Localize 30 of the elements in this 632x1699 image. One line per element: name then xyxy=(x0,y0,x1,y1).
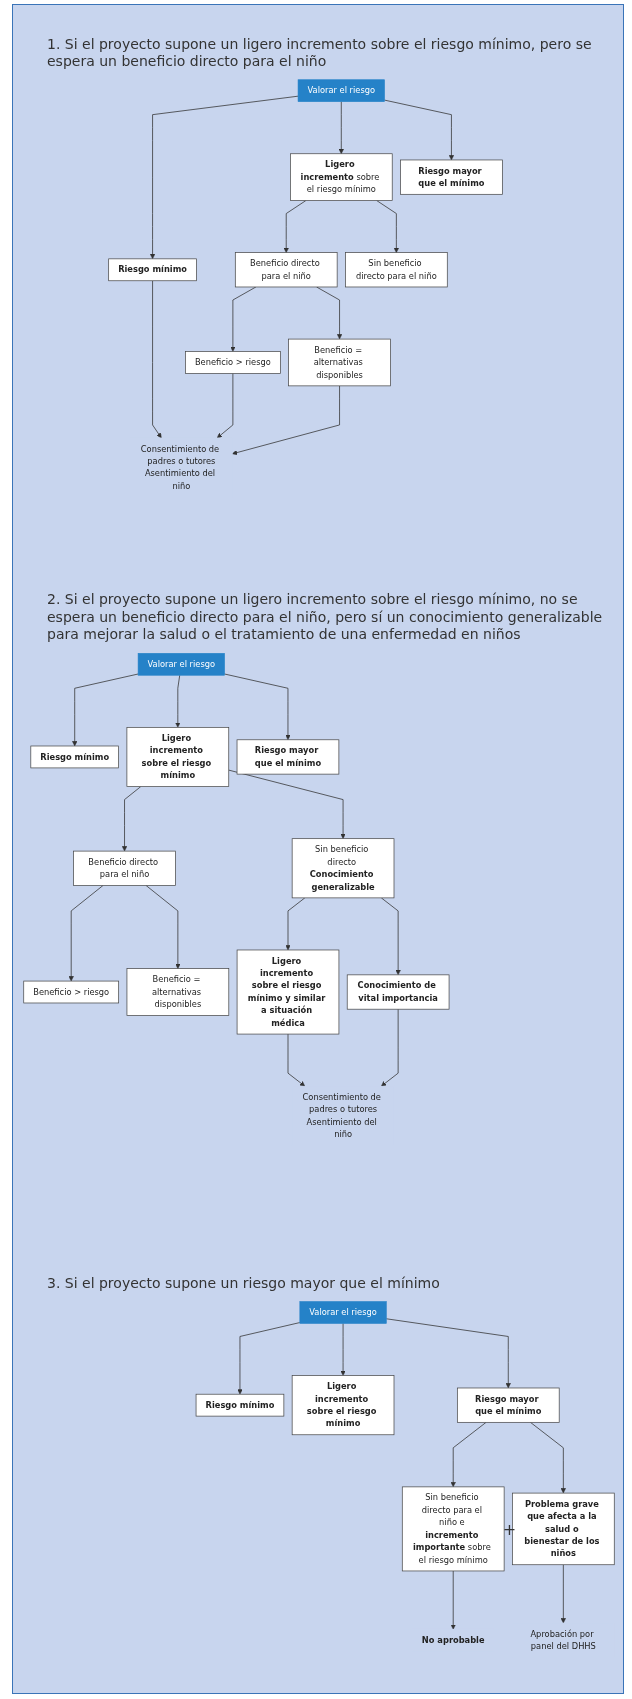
node-box: Beneficio = alternativas disponibles xyxy=(288,338,391,387)
node-box: Riesgo mínimo xyxy=(30,745,119,769)
node-box: Riesgo mínimo xyxy=(195,1393,285,1417)
node-box: Sin beneficio directo Conocimiento generalizable xyxy=(291,838,395,899)
section-heading: 2. Si el proyecto supone un ligero incremento sobre el riesgo mínimo, no se espera un beneficio directo para el niño, pero sí un conocimiento generalizable para mejorar la salud o el tratamiento de una enfermedad en niños xyxy=(47,591,604,644)
node-text: Consentimiento de padres o tutores Asentimiento del niño xyxy=(140,443,220,491)
section-heading: 1. Si el proyecto supone un ligero incremento sobre el riesgo mínimo, pero se espera un beneficio directo para el niño xyxy=(47,35,593,71)
node-box: Sin beneficio directo para el niño xyxy=(345,252,448,288)
section-heading: 3. Si el proyecto supone un riesgo mayor que el mínimo xyxy=(47,1274,441,1293)
node-box: Ligero incremento sobre el riesgo mínimo xyxy=(126,727,230,787)
node-box: Riesgo mayor que el mínimo xyxy=(400,159,503,195)
node-box: Beneficio directo para el niño xyxy=(234,252,338,288)
node-box: Valorar el riesgo xyxy=(299,1301,387,1324)
node-box: Conocimiento de vital importancia xyxy=(346,974,450,1010)
node-box: Ligero incremento sobre el riesgo mínimo y similar a situación médica xyxy=(236,949,340,1035)
node-text: No aprobable xyxy=(421,1635,485,1645)
node-box: Sin beneficio directo para el niño e incremento importante sobre el riesgo mínimo xyxy=(401,1486,505,1572)
node-box: Riesgo mayor que el mínimo xyxy=(236,739,340,775)
node-box: Riesgo mínimo xyxy=(108,258,197,282)
node-box: Valorar el riesgo xyxy=(297,79,385,102)
node-box: Beneficio > riesgo xyxy=(185,351,281,374)
node-box: Beneficio directo para el niño xyxy=(73,850,176,886)
node-box: Riesgo mayor que el mínimo xyxy=(457,1387,560,1423)
node-box: Valorar el riesgo xyxy=(137,653,225,676)
node-box: Ligero incremento sobre el riesgo mínimo xyxy=(291,1375,395,1436)
node-box: Beneficio = alternativas disponibles xyxy=(126,968,230,1016)
node-text: Aprobación por panel del DHHS xyxy=(530,1628,596,1651)
node-text: Consentimiento de padres o tutores Asentimiento del niño xyxy=(302,1092,381,1139)
node-box: Ligero incremento sobre el riesgo mínimo xyxy=(290,153,393,201)
node-box: Beneficio > riesgo xyxy=(23,980,119,1004)
